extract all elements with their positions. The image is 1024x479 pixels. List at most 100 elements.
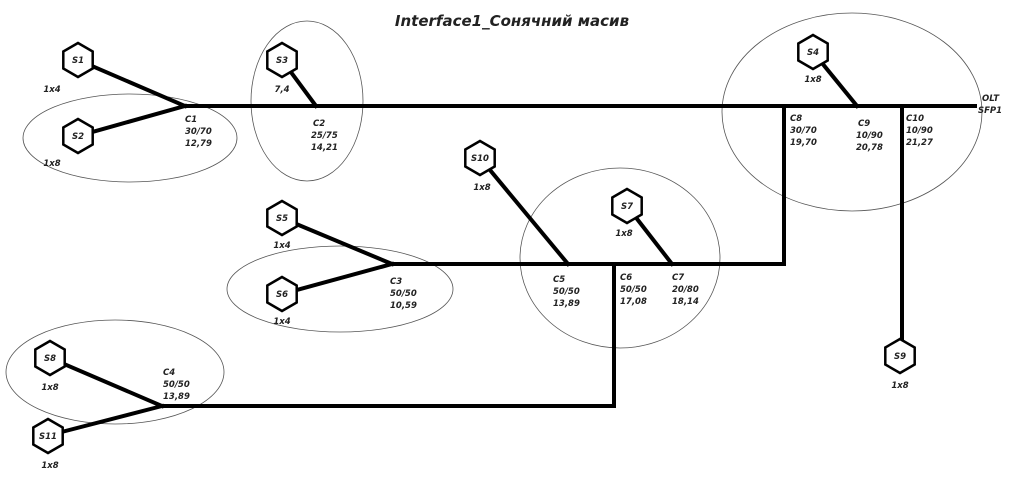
wire-c3-s5 — [279, 215, 395, 267]
splitter-hexagon — [266, 41, 298, 79]
splitter-hexagon — [266, 275, 298, 313]
splitter-name: S5 — [276, 214, 288, 224]
splitter-name: S4 — [807, 48, 819, 58]
splitter-hexagon — [266, 199, 298, 237]
coupler-c4: C4 50/50 13,89 — [163, 368, 190, 402]
splitter-hexagon — [797, 33, 829, 71]
coupler-value: 13,89 — [163, 392, 190, 402]
coupler-ratio: 25/75 — [311, 131, 338, 141]
coupler-c9: C9 10/90 20,78 — [856, 119, 883, 153]
coupler-value: 20,78 — [856, 143, 883, 153]
group-oval-c1 — [22, 93, 238, 183]
coupler-value: 19,70 — [790, 138, 817, 148]
splitter-s7: S7 1x8 — [611, 187, 643, 239]
group-oval-s3-c2 — [250, 20, 364, 182]
coupler-ratio: 50/50 — [163, 380, 190, 390]
coupler-value: 21,27 — [906, 138, 933, 148]
coupler-c8: C8 30/70 19,70 — [790, 114, 817, 148]
coupler-name: C9 — [858, 119, 870, 129]
coupler-c1: C1 30/70 12,79 — [185, 115, 212, 149]
group-oval-c4 — [5, 319, 225, 425]
splitter-s3: S3 7,4 — [266, 41, 298, 95]
group-oval-olt — [721, 12, 983, 212]
coupler-value: 13,89 — [553, 299, 580, 309]
splitter-hexagon — [34, 339, 66, 377]
coupler-ratio: 10/90 — [906, 126, 933, 136]
coupler-name: C8 — [790, 114, 802, 124]
splitter-ratio: 1x8 — [615, 229, 632, 239]
splitter-name: S1 — [72, 56, 84, 66]
splitter-s8: S8 1x8 — [34, 339, 66, 393]
coupler-ratio: 50/50 — [390, 289, 417, 299]
olt-sfp-label: SFP1 — [978, 106, 1002, 116]
coupler-ratio: 10/90 — [856, 131, 883, 141]
coupler-name: C1 — [185, 115, 197, 125]
wire-c4-s11 — [47, 403, 165, 438]
splitter-name: S3 — [276, 56, 288, 66]
splitter-s6: S6 1x4 — [266, 275, 298, 327]
splitter-ratio: 1x8 — [41, 383, 58, 393]
splitter-s11: S11 1x8 — [32, 417, 64, 471]
splitter-name: S7 — [621, 202, 633, 212]
coupler-name: C7 — [672, 273, 684, 283]
splitter-hexagon — [62, 41, 94, 79]
splitter-s9: S9 1x8 — [884, 337, 916, 391]
coupler-c2: C2 25/75 14,21 — [311, 119, 338, 153]
splitter-s1: S1 1x4 — [43, 41, 94, 95]
coupler-ratio: 20/80 — [672, 285, 699, 295]
wire-c3-s6 — [279, 261, 395, 297]
coupler-name: C5 — [553, 275, 565, 285]
wire-c1-s2 — [75, 103, 188, 139]
coupler-name: C2 — [313, 119, 325, 129]
splitter-ratio: 1x8 — [43, 159, 60, 169]
splitter-ratio: 1x4 — [273, 241, 290, 251]
coupler-ratio: 50/50 — [620, 285, 647, 295]
splitter-s5: S5 1x4 — [266, 199, 298, 251]
splitter-hexagon — [884, 337, 916, 375]
splitter-name: S2 — [72, 132, 84, 142]
splitter-ratio: 1x8 — [473, 183, 490, 193]
diagram-title: Interface1_Сонячний масив — [395, 12, 629, 30]
coupler-c7: C7 20/80 18,14 — [672, 273, 699, 307]
wire-c4-s8 — [47, 355, 165, 409]
coupler-value: 10,59 — [390, 301, 417, 311]
coupler-c10: C10 10/90 21,27 — [906, 114, 933, 148]
coupler-value: 18,14 — [672, 297, 699, 307]
splitter-ratio: 7,4 — [274, 85, 289, 95]
coupler-name: C4 — [163, 368, 175, 378]
coupler-value: 14,21 — [311, 143, 338, 153]
coupler-name: C3 — [390, 277, 402, 287]
coupler-c3: C3 50/50 10,59 — [390, 277, 417, 311]
coupler-c6: C6 50/50 17,08 — [620, 273, 647, 307]
splitter-s2: S2 1x8 — [43, 117, 94, 169]
splitter-ratio: 1x8 — [891, 381, 908, 391]
splitter-hexagon — [464, 139, 496, 177]
splitter-ratio: 1x8 — [41, 461, 58, 471]
coupler-ratio: 50/50 — [553, 287, 580, 297]
splitter-s10: S10 1x8 — [464, 139, 496, 193]
splitter-hexagon — [611, 187, 643, 225]
wire-c5-s10 — [477, 155, 571, 267]
splitter-s4: S4 1x8 — [797, 33, 829, 85]
group-oval-c5-c7 — [519, 167, 721, 349]
splitter-ratio: 1x4 — [43, 85, 60, 95]
coupler-ratio: 30/70 — [790, 126, 817, 136]
olt-label: OLT — [982, 94, 1000, 104]
splitter-hexagon — [62, 117, 94, 155]
splitter-ratio: 1x8 — [804, 75, 821, 85]
coupler-name: C6 — [620, 273, 632, 283]
splitter-name: S11 — [39, 432, 57, 442]
wire-c1-s1 — [75, 57, 188, 109]
coupler-name: C10 — [906, 114, 924, 124]
splitter-name: S10 — [471, 154, 489, 164]
splitter-ratio: 1x4 — [273, 317, 290, 327]
coupler-ratio: 30/70 — [185, 127, 212, 137]
coupler-c5: C5 50/50 13,89 — [553, 275, 580, 309]
splitter-hexagon — [32, 417, 64, 455]
coupler-value: 17,08 — [620, 297, 647, 307]
splitter-name: S8 — [44, 354, 56, 364]
splitter-name: S6 — [276, 290, 288, 300]
group-oval-c3 — [226, 245, 454, 333]
splitter-name: S9 — [894, 352, 906, 362]
